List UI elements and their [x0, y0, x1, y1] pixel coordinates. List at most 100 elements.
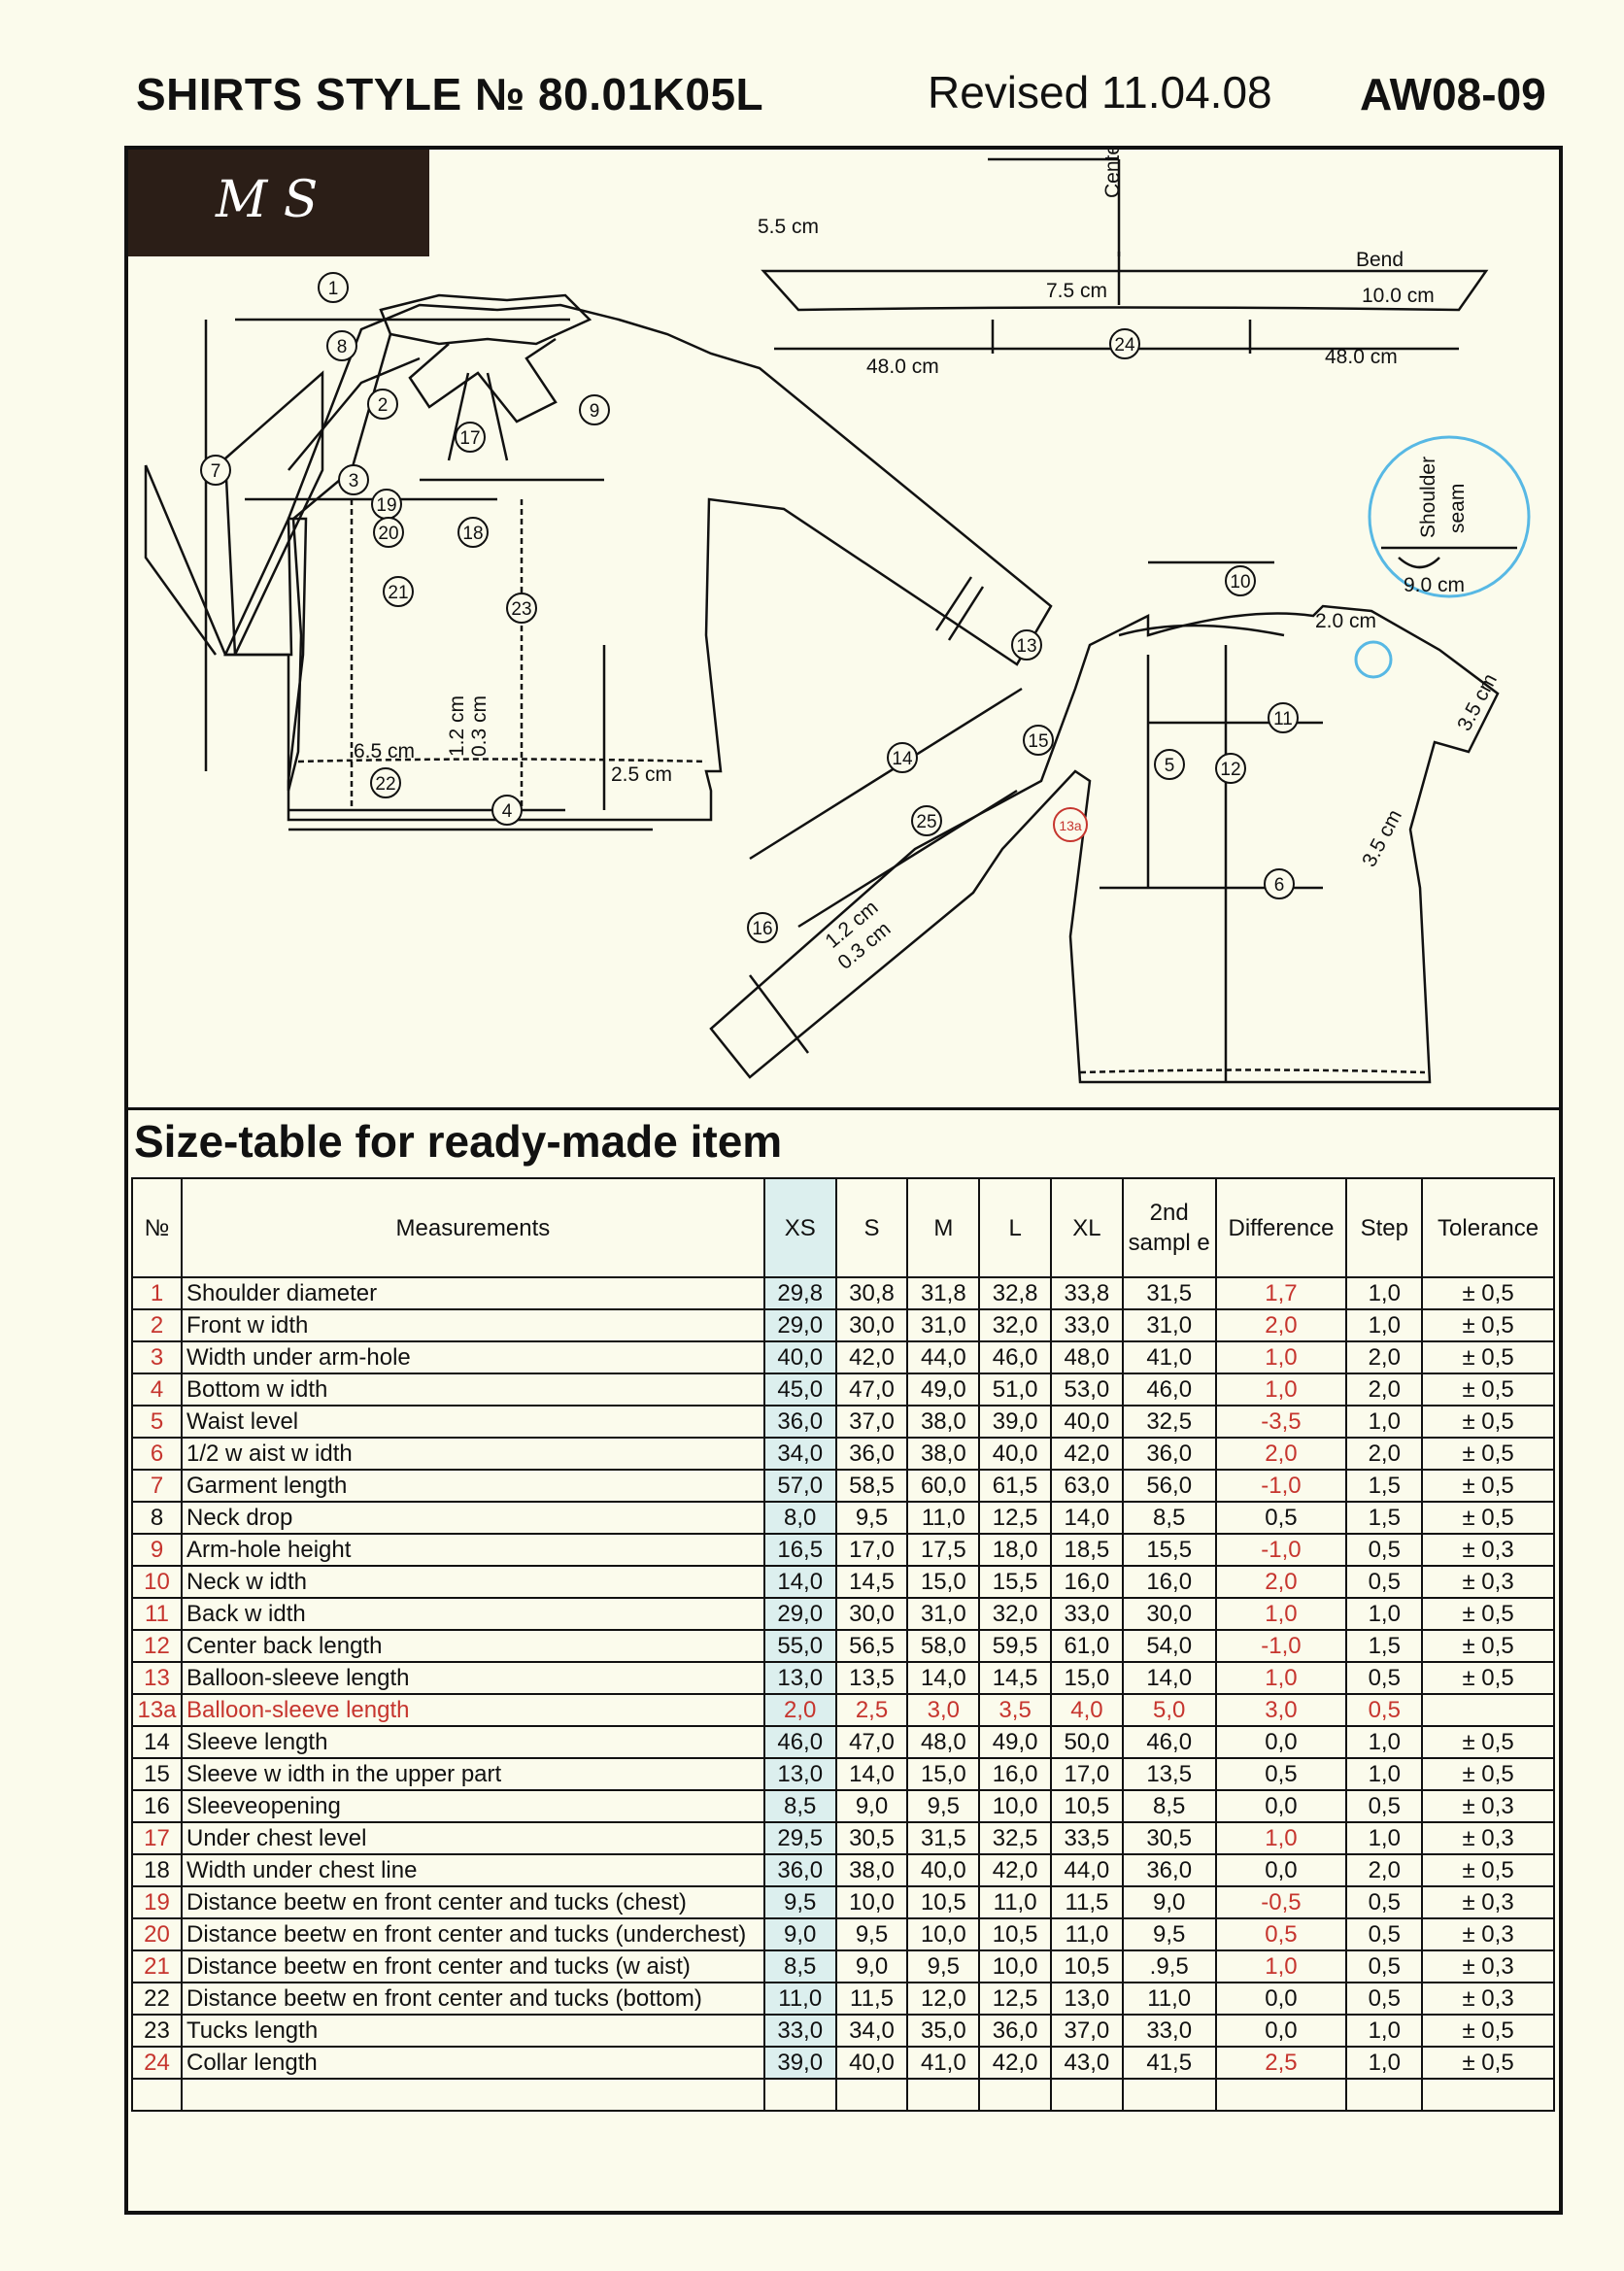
table-cell: 42,0 — [978, 1853, 1053, 1887]
svg-text:12: 12 — [1220, 760, 1240, 780]
table-cell: 10,0 — [834, 1885, 909, 1919]
table-cell: 0,5 — [1345, 1949, 1424, 1983]
table-cell: 49,0 — [978, 1725, 1053, 1759]
table-cell: 53,0 — [1050, 1373, 1124, 1407]
table-cell: Waist level — [180, 1405, 765, 1439]
table-cell: 61,5 — [978, 1469, 1053, 1503]
blank-row — [131, 2078, 1555, 2112]
table-cell: 41,5 — [1121, 2046, 1217, 2080]
table-cell: 10,0 — [906, 1917, 981, 1951]
table-cell: 0,0 — [1214, 1853, 1348, 1887]
table-cell: 13,0 — [1050, 1982, 1124, 2016]
table-cell: 11,0 — [978, 1885, 1053, 1919]
svg-text:3: 3 — [349, 471, 359, 491]
table-header-row: № Measurements XS S M L XL 2nd sampl e D… — [131, 1177, 1555, 1278]
table-cell: 1,0 — [1345, 1725, 1424, 1759]
svg-text:20: 20 — [378, 524, 398, 544]
table-cell: 29,0 — [762, 1308, 837, 1342]
table-cell: .9,5 — [1121, 1949, 1217, 1983]
table-cell: 0,5 — [1345, 1533, 1424, 1567]
table-cell: 41,0 — [1121, 1340, 1217, 1374]
svg-text:9: 9 — [590, 401, 600, 422]
table-cell: 1,0 — [1345, 1821, 1424, 1855]
table-cell — [1421, 1693, 1555, 1727]
table-cell: 40,0 — [978, 1437, 1053, 1471]
table-cell: 60,0 — [906, 1469, 981, 1503]
table-cell: 9,5 — [906, 1949, 981, 1983]
table-cell: ± 0,5 — [1421, 1661, 1555, 1695]
table-cell: 16,0 — [978, 1757, 1053, 1791]
table-cell: 11,0 — [906, 1501, 981, 1535]
table-cell: 10,5 — [906, 1885, 981, 1919]
table-cell: 13,0 — [762, 1661, 837, 1695]
table-cell: 47,0 — [834, 1373, 909, 1407]
table-cell: 9,5 — [834, 1501, 909, 1535]
table-cell: 32,5 — [978, 1821, 1053, 1855]
table-cell: 1,0 — [1345, 1308, 1424, 1342]
blank-cell — [1421, 2078, 1555, 2112]
table-cell: 7 — [131, 1469, 183, 1503]
table-cell: 14 — [131, 1725, 183, 1759]
table-cell: 24 — [131, 2046, 183, 2080]
col-header: M — [906, 1177, 981, 1278]
table-cell: 1 — [131, 1276, 183, 1310]
table-cell: 13,5 — [1121, 1757, 1217, 1791]
svg-text:13: 13 — [1016, 636, 1036, 657]
table-cell: 2,0 — [1345, 1340, 1424, 1374]
table-cell: 63,0 — [1050, 1469, 1124, 1503]
dim-5-5: 5.5 cm — [758, 216, 819, 238]
table-cell: Neck w idth — [180, 1565, 765, 1599]
label-seam: seam — [1446, 484, 1469, 533]
table-cell: 41,0 — [906, 2046, 981, 2080]
label-center: Center — [1101, 150, 1124, 198]
dim-2-0: 2.0 cm — [1315, 610, 1376, 632]
collar-piece-outline — [761, 269, 1489, 312]
table-cell: 46,0 — [1121, 1373, 1217, 1407]
table-cell: 9,5 — [1121, 1917, 1217, 1951]
table-cell: 37,0 — [1050, 2014, 1124, 2048]
table-cell: 2,0 — [1345, 1853, 1424, 1887]
table-cell: ± 0,5 — [1421, 1725, 1555, 1759]
table-cell: 33,5 — [1050, 1821, 1124, 1855]
table-cell: 11,0 — [1121, 1982, 1217, 2016]
table-cell: 1,5 — [1345, 1469, 1424, 1503]
table-cell: 29,8 — [762, 1276, 837, 1310]
table-cell: 17,0 — [834, 1533, 909, 1567]
table-cell: -0,5 — [1214, 1885, 1348, 1919]
table-cell: 9,0 — [762, 1917, 837, 1951]
blank-cell — [762, 2078, 837, 2112]
table-cell: 56,5 — [834, 1629, 909, 1663]
style-title: SHIRTS STYLE № 80.01K05L — [136, 69, 764, 119]
blank-cell — [834, 2078, 909, 2112]
table-cell: Bottom w idth — [180, 1373, 765, 1407]
table-cell: 35,0 — [906, 2014, 981, 2048]
table-cell: 15,0 — [906, 1565, 981, 1599]
table-cell: 8 — [131, 1501, 183, 1535]
table-cell: 34,0 — [762, 1437, 837, 1471]
table-cell: 16,0 — [1050, 1565, 1124, 1599]
dim-6-5: 6.5 cm — [354, 740, 415, 763]
col-header: 2nd sampl e — [1121, 1177, 1217, 1278]
table-cell: Balloon-sleeve length — [180, 1693, 765, 1727]
table-cell: 33,0 — [762, 2014, 837, 2048]
table-cell: 12 — [131, 1629, 183, 1663]
brand-logo: M S — [128, 150, 429, 256]
table-cell: ± 0,3 — [1421, 1533, 1555, 1567]
table-cell: 1,0 — [1214, 1373, 1348, 1407]
table-cell: 31,0 — [1121, 1308, 1217, 1342]
table-cell: 36,0 — [762, 1853, 837, 1887]
table-cell: 12,5 — [978, 1501, 1053, 1535]
table-cell: 10,5 — [978, 1917, 1053, 1951]
table-cell: 0,5 — [1214, 1917, 1348, 1951]
col-header: Tolerance — [1421, 1177, 1555, 1278]
svg-text:2: 2 — [378, 395, 389, 416]
sheet-frame — [124, 146, 1563, 2215]
